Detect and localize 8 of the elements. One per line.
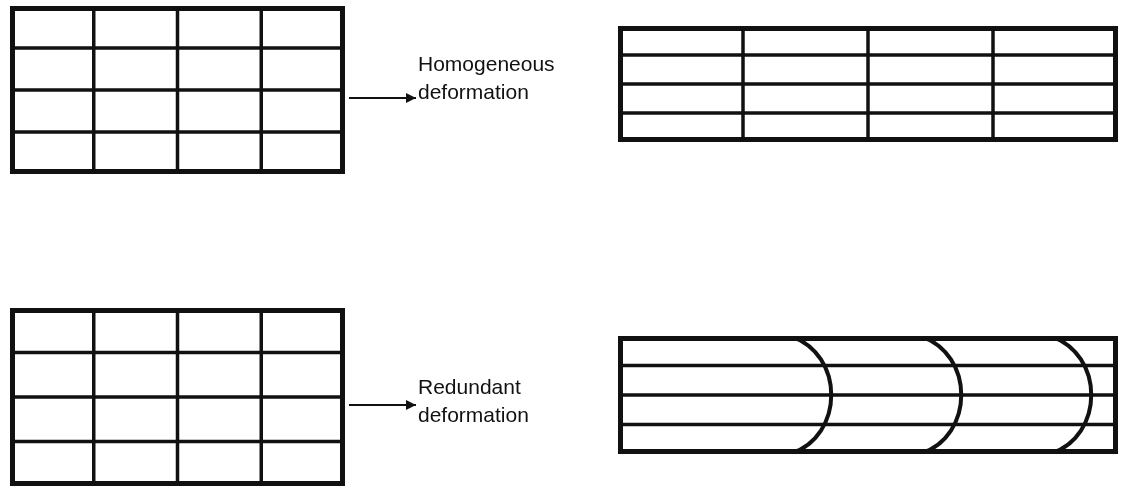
arrow [348, 93, 417, 103]
grid-drawing [10, 308, 345, 486]
text-label: Redundant deformation [418, 373, 568, 431]
arrow [348, 400, 417, 410]
distorted-grid-drawing [618, 336, 1118, 454]
grid-drawing [10, 6, 345, 174]
flattened-grid-drawing [618, 26, 1118, 142]
text-label: Homogeneous deformation [418, 50, 568, 108]
